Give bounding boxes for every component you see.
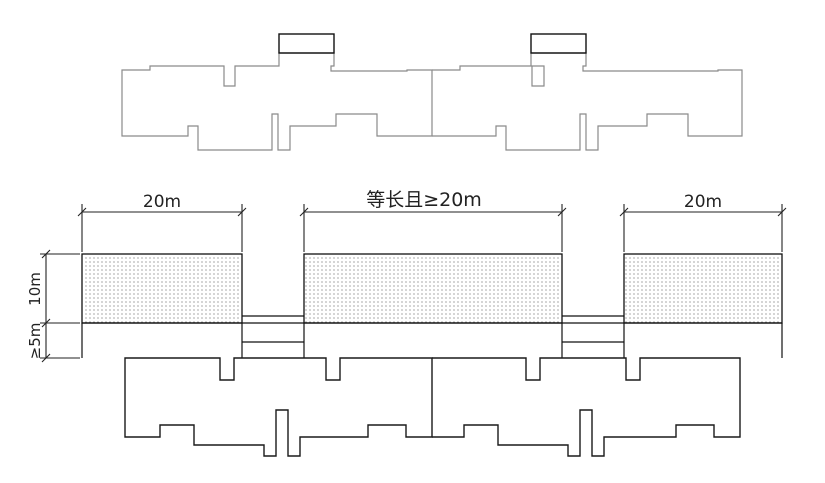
dotted-zone-left <box>81 253 243 324</box>
dotted-zone-right <box>623 253 783 324</box>
dimension-vertical: 10m ≥5m <box>26 249 80 363</box>
upper-building-right-unit <box>432 52 743 151</box>
dimension-right: 20m <box>619 192 787 252</box>
upper-building-block <box>121 33 743 151</box>
upper-roof-box-left <box>278 33 335 54</box>
middle-width-label: 等长且≥20m <box>366 189 482 211</box>
dotted-zone-middle <box>303 253 563 324</box>
lower-building-left-unit <box>124 357 433 457</box>
setback-label: ≥5m <box>26 323 44 360</box>
zone-connectors <box>81 315 783 358</box>
dimension-left: 20m <box>77 192 247 252</box>
left-width-label: 20m <box>143 192 181 212</box>
lower-building-block <box>124 357 741 457</box>
upper-roof-box-right <box>530 33 587 54</box>
right-width-label: 20m <box>684 192 722 212</box>
lower-building-right-unit <box>432 357 741 457</box>
upper-building-left-unit <box>121 52 433 151</box>
dimension-middle: 等长且≥20m <box>299 189 567 252</box>
zone-depth-label: 10m <box>26 272 44 306</box>
